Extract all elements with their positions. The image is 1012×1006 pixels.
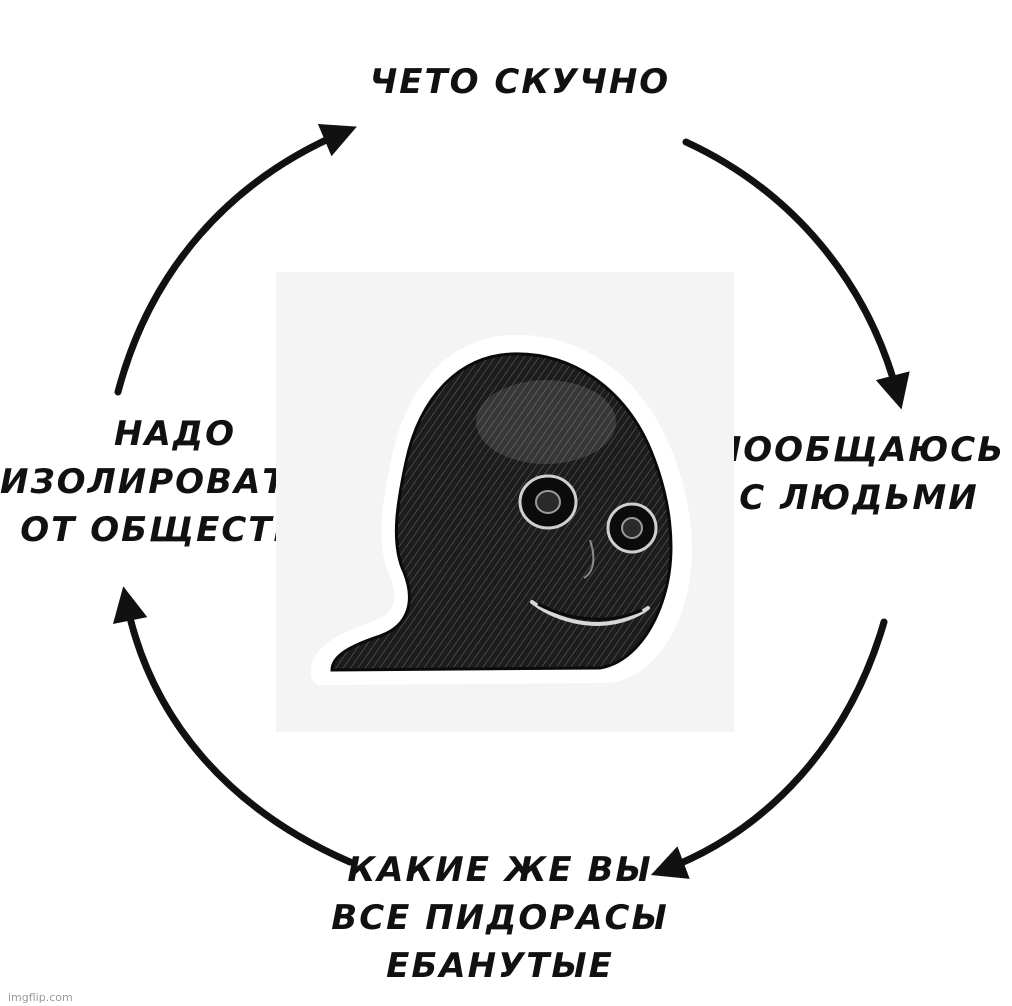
cycle-step-right: ПООБЩАЮСЬ С ЛЮДЬМИ	[706, 426, 1012, 522]
cycle-step-line: ЧЕТО СКУЧНО	[369, 62, 671, 102]
cycle-step-line: НАДО	[114, 414, 236, 454]
cycle-step-top: ЧЕТО СКУЧНО	[330, 58, 710, 106]
arrow-left-to-top	[114, 124, 357, 396]
grinning-wojak-face-icon	[310, 334, 692, 685]
cycle-step-line: ЕБАНУТЫЕ	[386, 946, 614, 986]
cycle-step-line: ПООБЩАЮСЬ	[712, 430, 1006, 470]
cycle-step-line: С ЛЮДЬМИ	[739, 478, 979, 518]
imgflip-watermark: imgflip.com	[8, 991, 73, 1004]
arrow-right-to-bottom	[650, 618, 888, 879]
arrow-top-to-right	[682, 138, 910, 410]
cycle-step-line: ВСЕ ПИДОРАСЫ	[331, 898, 669, 938]
arrow-bottom-to-left	[112, 586, 354, 866]
cycle-step-bottom: КАКИЕ ЖЕ ВЫ ВСЕ ПИДОРАСЫ ЕБАНУТЫЕ	[300, 846, 700, 990]
cycle-step-line: КАКИЕ ЖЕ ВЫ	[347, 850, 653, 890]
